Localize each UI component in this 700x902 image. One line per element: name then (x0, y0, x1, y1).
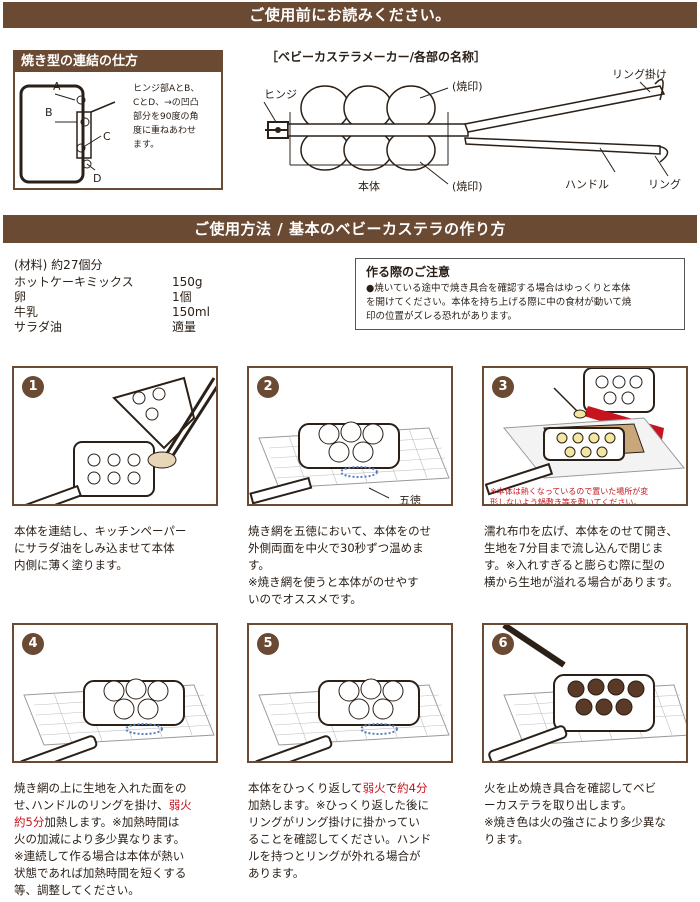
section-bar: ご使用方法 / 基本のベビーカステラの作り方 (3, 215, 697, 243)
label-ring: リング (648, 178, 681, 191)
heat-time: 約4分 (397, 781, 428, 795)
step-2-text: 焼き網を五徳において、本体をのせ外側両面を中火で30秒ずつ温めます。※焼き網を使… (248, 524, 432, 606)
step-number: 3 (492, 376, 514, 398)
material-row: サラダ油適量 (14, 320, 197, 334)
label-ring-hook: リング掛け (612, 68, 667, 81)
step-4-illustration (18, 678, 215, 761)
caution-line: を開けてください。本体を持ち上げる際に中の食材が動いて焼 (366, 297, 632, 308)
step-2-panel: 2 五徳 (247, 366, 453, 506)
step-number: 2 (257, 376, 279, 398)
connection-panel: 焼き型の連結の仕方 A B C D ヒンジ部AとB、 CとD、→の凹凸 部分を9… (13, 50, 223, 190)
label-mark-bottom: (焼印) (452, 180, 483, 193)
caution-box: 作る際のご注意 ●焼いている途中で焼き具合を確認する場合はゆっくりと本体 を開け… (355, 258, 685, 330)
step-3-warning: ※本体は熱くなっているので置いた場所が変形しないよう鍋敷き等を敷いてください。 (490, 487, 649, 506)
step-number: 4 (22, 633, 44, 655)
step-1-text: 本体を連結し、キッチンペーパーにサラダ油をしみ込ませて本体内側に薄く塗ります。 (14, 524, 187, 572)
heat-time: 約5分 (14, 815, 45, 829)
connection-text: ヒンジ部AとB、 CとD、→の凹凸 部分を90度の角 度に重ねあわせ ます。 (133, 84, 200, 150)
caution-title: 作る際のご注意 (366, 265, 451, 279)
step-6-panel: 6 (482, 623, 688, 763)
letter-a: A (53, 80, 61, 93)
letter-b: B (45, 106, 53, 119)
step-4-text: 焼き網の上に生地を入れた面をの せ､ハンドルのリングを掛け、弱火 約5分加熱しま… (14, 781, 192, 897)
header-bar: ご使用前にお読みください。 (3, 2, 697, 28)
step-number: 1 (22, 376, 44, 398)
step-3-text: 濡れ布巾を広げ、本体をのせて開き、生地を7分目まで流し込んで閉じます。※入れすぎ… (484, 524, 679, 589)
step-6-text: 火を止め焼き具合を確認してベビーカステラを取り出します。※焼き色は火の強さにより… (484, 781, 666, 846)
step-6-illustration (488, 625, 686, 761)
step-5-panel: 5 (247, 623, 453, 763)
connection-illustration (19, 84, 116, 184)
step-5-text: 本体をひっくり返して弱火で約4分 加熱します。※ひっくり返した後にリングがリング… (248, 781, 432, 880)
section-title: ご使用方法 / 基本のベビーカステラの作り方 (194, 220, 506, 238)
heat-level: 弱火 (362, 781, 386, 795)
label-trivet: 五徳 (399, 494, 421, 506)
parts-title: ［ベビーカステラメーカー/各部の名称］ (266, 50, 487, 64)
connection-title: 焼き型の連結の仕方 (15, 52, 221, 72)
label-handle: ハンドル (565, 178, 609, 191)
step-3-illustration (484, 368, 685, 496)
step-3-panel: 3 ※本体は熱くなっているので置いた場所が変形しないよう鍋敷き等を敷いてください… (482, 366, 688, 506)
step-2-illustration (249, 421, 450, 504)
caution-line: ●焼いている途中で焼き具合を確認する場合はゆっくりと本体 (366, 283, 631, 294)
parts-diagram (263, 78, 669, 185)
materials-heading: (材料) 約27個分 (14, 258, 103, 272)
heat-level: 弱火 (168, 798, 192, 812)
step-5-illustration (253, 678, 450, 761)
label-hinge: ヒンジ (264, 88, 297, 101)
header-title: ご使用前にお読みください。 (249, 6, 451, 24)
letter-c: C (103, 130, 111, 143)
step-number: 5 (257, 633, 279, 655)
step-4-panel: 4 (12, 623, 218, 763)
label-mark-top: (焼印) (452, 80, 483, 93)
step-1-illustration (15, 376, 216, 504)
letter-d: D (93, 172, 102, 185)
caution-line: 印の位置がズレる恐れがあります。 (366, 311, 518, 322)
label-body: 本体 (358, 180, 380, 193)
step-number: 6 (492, 633, 514, 655)
step-1-panel: 1 (12, 366, 218, 506)
